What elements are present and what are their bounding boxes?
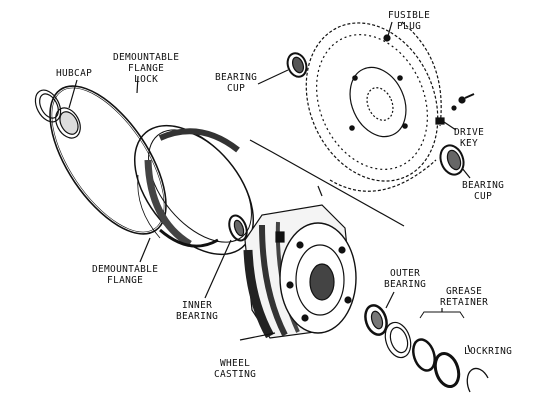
outer-bearing-label: OUTER BEARING: [384, 268, 427, 290]
bearing-cup-right-part: [439, 144, 471, 179]
bearing-cup-top-part: [257, 52, 308, 85]
flange-lock-label: DEMOUNTABLE FLANGE LOCK: [113, 52, 180, 85]
bearing-cup-right-label: BEARING CUP: [462, 180, 505, 202]
drive-key-part: [435, 93, 475, 131]
wheel-casting-part: [239, 204, 357, 341]
bearing-cup-top-label: BEARING CUP: [215, 72, 258, 94]
hubcap-part: [34, 79, 81, 139]
outer-bearing-part: [364, 291, 395, 336]
grease-retainer-label: GREASE RETAINER: [440, 286, 489, 308]
hubcap-label: HUBCAP: [56, 68, 93, 79]
fusible-plug-label: FUSIBLE PLUG: [388, 10, 431, 32]
lockring-part: [466, 344, 489, 393]
wheel-disk-part: [305, 21, 442, 192]
inner-bearing-part: [204, 214, 248, 299]
demountable-flange-part: [133, 124, 255, 263]
wheel-casting-label: WHEEL CASTING: [214, 358, 257, 380]
lockring-label: LOCKRING: [464, 346, 513, 357]
inner-bearing-label: INNER BEARING: [176, 300, 219, 322]
grease-retainer-part: [384, 308, 465, 389]
demountable-flange-label: DEMOUNTABLE FLANGE: [92, 264, 159, 286]
drive-key-label: DRIVE KEY: [454, 127, 485, 149]
